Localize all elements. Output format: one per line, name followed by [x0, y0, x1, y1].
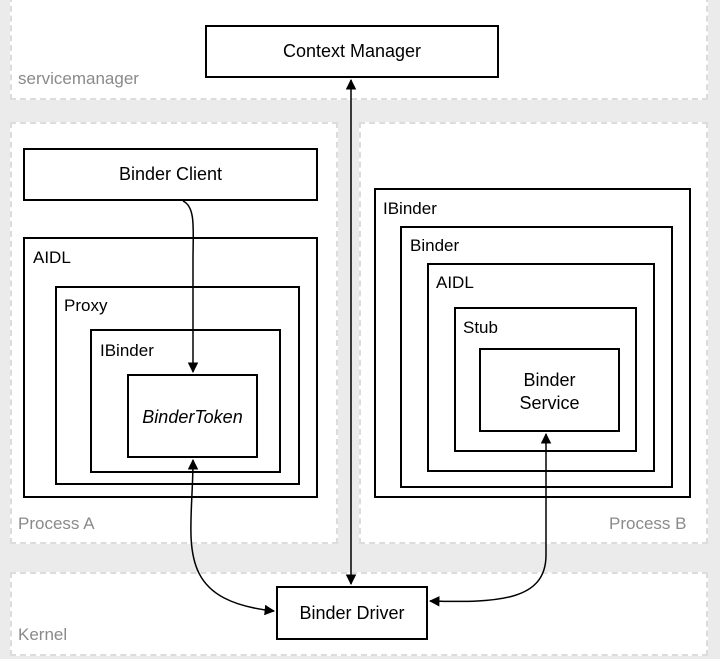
binder-service-label-line1: Binder [523, 370, 576, 390]
process-b-region-label: Process B [609, 514, 687, 533]
process-a-aidl-label: AIDL [33, 248, 71, 267]
context-manager-box: Context Manager [205, 25, 499, 78]
service-driver-arrow [428, 432, 552, 607]
binder-client-label: Binder Client [118, 164, 223, 184]
token-driver-arrow [187, 458, 276, 616]
binder-service-label-line2: Service [519, 393, 580, 413]
process-a-region-label: Process A [18, 514, 95, 533]
binder-driver-label: Binder Driver [299, 603, 405, 623]
kernel-region-label: Kernel [18, 625, 68, 644]
client-to-token-arrow [182, 200, 199, 374]
stub-label: Stub [463, 318, 498, 337]
binder-service-box: Binder Service [479, 348, 620, 432]
process-b-ibinder-label: IBinder [383, 199, 437, 218]
binder-client-box: Binder Client [23, 148, 318, 201]
binder-token-box: BinderToken [127, 374, 258, 458]
binder-token-label: BinderToken [142, 407, 243, 427]
binder-label: Binder [410, 236, 460, 255]
process-b-aidl-label: AIDL [436, 273, 474, 292]
context-manager-label: Context Manager [282, 41, 422, 61]
servicemanager-region-label: servicemanager [18, 69, 139, 88]
binder-driver-box: Binder Driver [276, 586, 428, 640]
process-a-ibinder-label: IBinder [100, 341, 154, 360]
proxy-label: Proxy [64, 296, 108, 315]
